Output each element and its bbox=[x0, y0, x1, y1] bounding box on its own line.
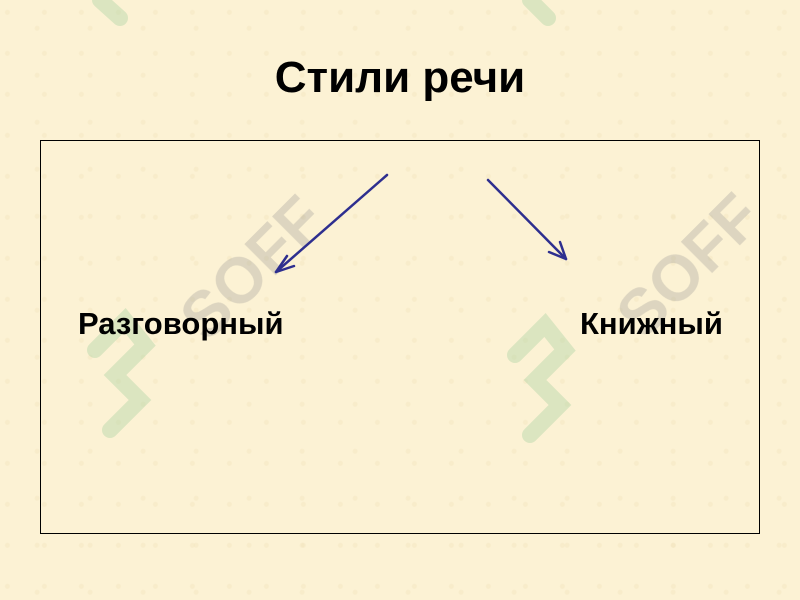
watermark-logo-top-left bbox=[92, 0, 128, 26]
diagram-frame bbox=[40, 140, 760, 534]
node-colloquial: Разговорный bbox=[78, 306, 284, 341]
watermark-logo-top-right bbox=[522, 0, 556, 26]
node-bookish: Книжный bbox=[580, 306, 723, 341]
slide-title: Стили речи bbox=[274, 53, 526, 102]
